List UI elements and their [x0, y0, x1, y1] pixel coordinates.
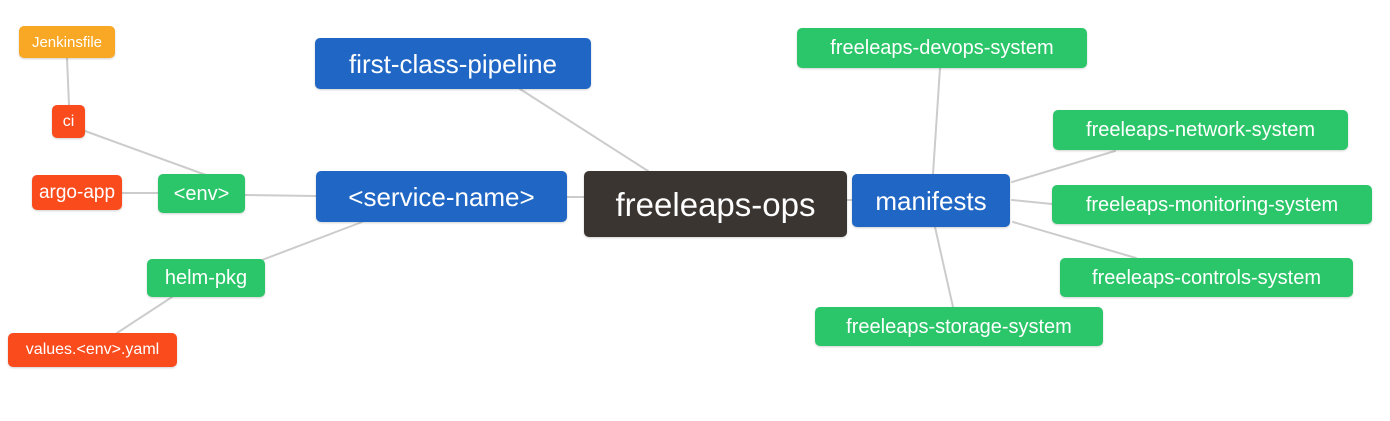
node-jenkinsfile[interactable]: Jenkinsfile	[19, 26, 115, 58]
node-controls-system[interactable]: freeleaps-controls-system	[1060, 258, 1353, 297]
node-values-env-yaml[interactable]: values.<env>.yaml	[8, 333, 177, 367]
edge-env-service-name	[244, 194, 317, 197]
edge-manifests-storage	[934, 226, 954, 308]
node-storage-system[interactable]: freeleaps-storage-system	[815, 307, 1103, 346]
edge-helm-pkg-values	[116, 296, 173, 334]
node-helm-pkg[interactable]: helm-pkg	[147, 259, 265, 297]
edge-manifests-controls	[1012, 221, 1137, 259]
edge-service-name-helm-pkg	[261, 221, 363, 261]
node-devops-system[interactable]: freeleaps-devops-system	[797, 28, 1087, 68]
node-manifests[interactable]: manifests	[852, 174, 1010, 227]
node-freeleaps-ops-root[interactable]: freeleaps-ops	[584, 171, 847, 237]
node-service-name[interactable]: <service-name>	[316, 171, 567, 222]
node-ci[interactable]: ci	[52, 105, 85, 138]
edge-ci-env	[84, 130, 207, 176]
node-env[interactable]: <env>	[158, 174, 245, 213]
node-first-class-pipeline[interactable]: first-class-pipeline	[315, 38, 591, 89]
edge-manifests-devops	[932, 67, 941, 175]
edge-manifests-network	[1011, 150, 1116, 183]
node-network-system[interactable]: freeleaps-network-system	[1053, 110, 1348, 150]
node-monitoring-system[interactable]: freeleaps-monitoring-system	[1052, 185, 1372, 224]
edge-manifests-monitoring	[1011, 199, 1053, 205]
node-argo-app[interactable]: argo-app	[32, 175, 122, 210]
edge-jenkinsfile-ci	[66, 57, 70, 106]
edge-pipeline-ops	[519, 88, 649, 172]
